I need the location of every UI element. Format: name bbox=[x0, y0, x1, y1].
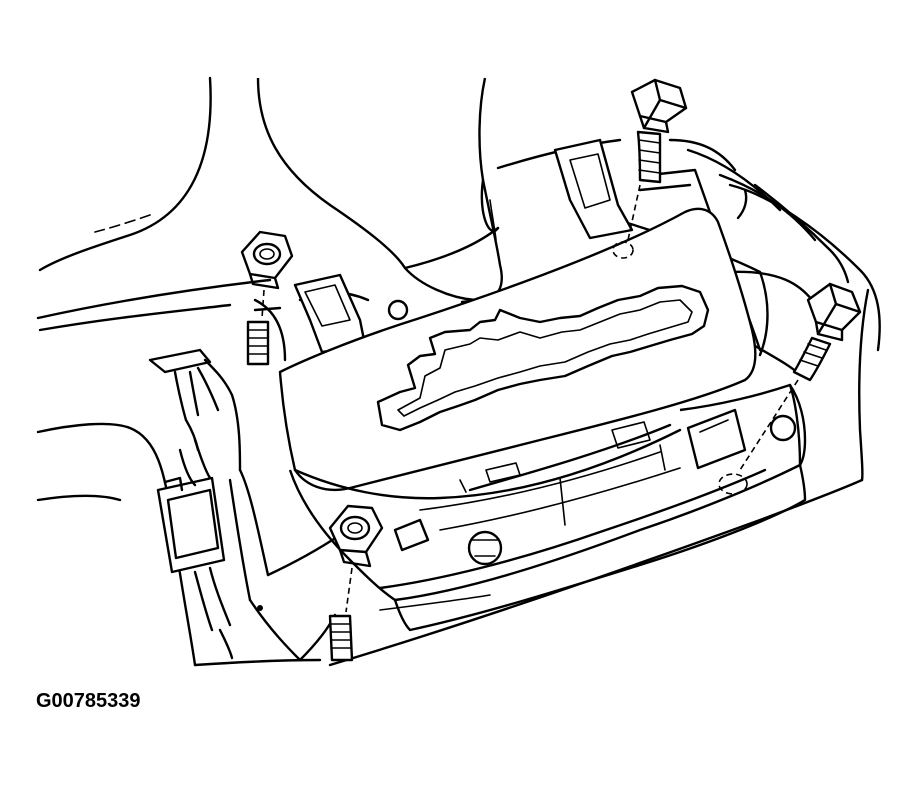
shifter-base bbox=[148, 138, 814, 662]
shift-lever-boot bbox=[256, 77, 503, 302]
mounting-bolt bbox=[612, 78, 688, 259]
mounting-bolt bbox=[718, 282, 862, 495]
mounting-stud bbox=[246, 320, 270, 366]
figure-id-label: G00785339 bbox=[36, 690, 141, 712]
wiring-connector bbox=[156, 370, 263, 660]
mounting-stud bbox=[328, 614, 354, 662]
mounting-nut bbox=[240, 230, 294, 319]
console-outline bbox=[36, 76, 881, 667]
mounting-nut bbox=[328, 504, 384, 613]
shifter-indicator-plate bbox=[278, 207, 757, 500]
